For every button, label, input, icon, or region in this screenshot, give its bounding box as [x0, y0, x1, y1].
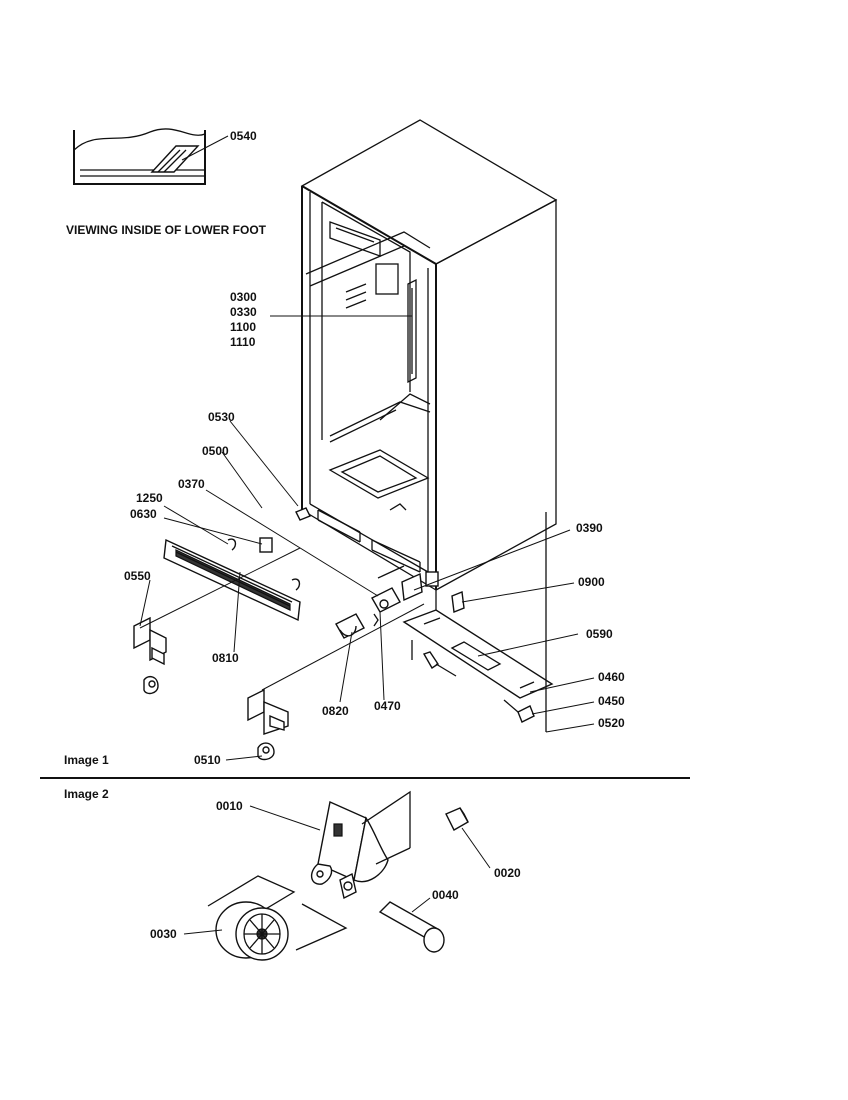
callout-0550: 0550: [124, 569, 151, 583]
left-roller-bracket: [133, 616, 167, 695]
roller-assembly: [207, 790, 469, 961]
callout-0470: 0470: [374, 699, 401, 713]
rear-cover-plate: [402, 609, 554, 699]
callout-1100: 1100: [230, 320, 256, 334]
callout-0810: 0810: [212, 651, 239, 665]
callout-0030: 0030: [150, 927, 177, 941]
callout-0300: 0300: [230, 290, 257, 304]
callout-0590: 0590: [586, 627, 613, 641]
callout-0450: 0450: [598, 694, 625, 708]
callout-0390: 0390: [576, 521, 603, 535]
callout-0370: 0370: [178, 477, 205, 491]
callout-1110: 1110: [230, 335, 256, 349]
caption-viewing-inside: VIEWING INSIDE OF LOWER FOOT: [66, 223, 267, 237]
callout-0630: 0630: [130, 507, 157, 521]
callout-1250: 1250: [136, 491, 163, 505]
part-0900: [451, 591, 465, 613]
refrigerator-cabinet: [300, 119, 558, 612]
callout-0820: 0820: [322, 704, 349, 718]
clip-parts: [227, 507, 311, 591]
callout-0520: 0520: [598, 716, 625, 730]
callout-0510: 0510: [194, 753, 221, 767]
image-label-1: Image 1: [64, 753, 109, 767]
callout-0460: 0460: [598, 670, 625, 684]
callout-0020: 0020: [494, 866, 521, 880]
right-roller-bracket: [247, 688, 289, 761]
leader-lines-image1: [139, 420, 595, 761]
lower-foot-inset: [73, 128, 229, 185]
image-label-2: Image 2: [64, 787, 109, 801]
rear-feet: [503, 512, 547, 732]
toe-grille: [163, 538, 301, 622]
callout-0010: 0010: [216, 799, 243, 813]
leader-lines-image2: [183, 805, 491, 935]
callout-0040: 0040: [432, 888, 459, 902]
leveler-parts: [335, 565, 423, 639]
callout-0540: 0540: [230, 129, 257, 143]
callout-0900: 0900: [578, 575, 605, 589]
callout-0530: 0530: [208, 410, 235, 424]
callout-0500: 0500: [202, 444, 229, 458]
callout-0330: 0330: [230, 305, 257, 319]
